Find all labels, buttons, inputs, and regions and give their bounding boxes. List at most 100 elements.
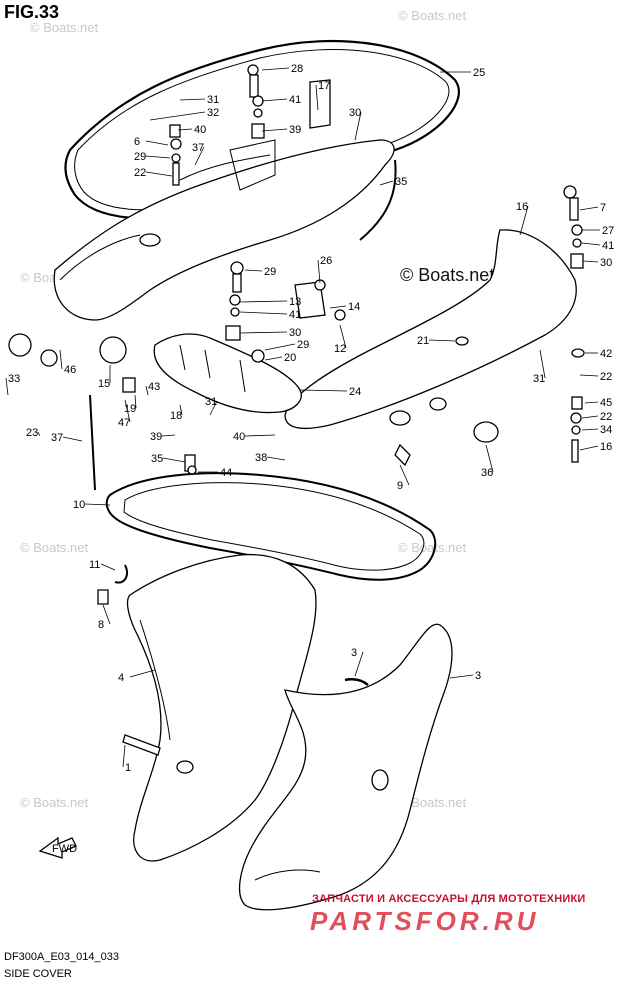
leader-line [149,111,206,121]
callout-number: 16 [516,201,528,213]
callout-number: 34 [600,424,612,436]
callout-number: 22 [134,167,146,179]
callout-number: 42 [600,348,612,360]
leader-line [5,377,9,396]
leader-line [244,434,276,437]
leader-line [428,339,456,342]
callout-number: 35 [151,453,163,465]
callout-number: 28 [291,63,303,75]
callout-number: 31 [205,396,217,408]
leader-line [449,674,474,679]
lower-frame [105,472,437,581]
fwd-arrow-icon: FWD [38,836,77,859]
leader-line [37,431,41,437]
drawing-code: DF300A_E03_014_033 [4,951,119,963]
leader-line [539,349,546,379]
copyright-mark: © Boats.net [400,265,495,285]
diagram-subtitle: SIDE COVER [4,968,72,980]
callout-number: 6 [134,136,140,148]
leader-line [100,563,116,571]
leader-line [84,503,111,506]
callout-number: 30 [600,257,612,269]
leader-line [261,98,288,102]
side-panel-right [284,229,577,443]
callout-number: 31 [207,94,219,106]
leader-line [102,604,111,625]
leader-line [244,269,263,272]
leader-line [264,343,296,351]
leader-line [399,464,410,486]
fwd-label: FWD [52,843,77,855]
callout-number: 41 [289,94,301,106]
callout-number: 33 [8,373,20,385]
callout-number: 29 [134,151,146,163]
small-parts [8,64,585,756]
callout-number: 11 [89,559,100,571]
leader-line [266,456,286,461]
callout-number: 36 [481,467,493,479]
callout-number: 3 [475,670,481,682]
callout-number: 16 [600,441,612,453]
callout-number: 39 [150,431,162,443]
callout-number: 25 [473,67,485,79]
callout-number: 15 [98,378,110,390]
callout-number: 14 [348,301,360,313]
callout-number: 13 [289,296,301,308]
leader-line [581,428,599,431]
callout-number: 23 [26,427,38,439]
leader-line [354,651,364,677]
callout-number: 41 [289,309,301,321]
callout-number: 43 [148,381,160,393]
leader-line [179,98,206,101]
leader-line [145,171,173,177]
leader-line [579,206,599,211]
leader-line [582,260,599,263]
callout-number: 44 [220,467,232,479]
callout-number: 38 [255,452,267,464]
side-cover-right [238,623,453,911]
leader-line [579,445,599,451]
leader-line [145,140,169,146]
callout-number: 37 [192,142,204,154]
leader-line [261,128,288,132]
callout-number: 30 [289,327,301,339]
leader-line [129,669,156,678]
callout-number: 18 [170,410,182,422]
callout-number: 3 [351,647,357,659]
callout-number: 12 [334,343,346,355]
leader-line [162,457,186,463]
upper-bracket [53,139,395,321]
callout-number: 19 [124,403,136,415]
callout-number: 46 [64,364,76,376]
leader-line [261,67,290,71]
callout-number: 29 [264,266,276,278]
leader-line [145,155,171,159]
leader-line [122,744,126,768]
leader-line [354,111,362,141]
leader-line [315,84,319,111]
callout-number: 17 [318,80,330,92]
leader-line [239,300,288,303]
leader-line [145,385,149,396]
callout-number: 9 [397,480,403,492]
leader-line [177,128,193,131]
callout-number: 29 [297,339,309,351]
figure-title: FIG.33 [4,2,60,22]
leader-line [194,146,205,166]
shop-banner: ЗАПЧАСТИ И АКСЕССУАРЫ ДЛЯ МОТОТЕХНИКИ [312,893,586,905]
callout-number: 26 [320,255,332,267]
leader-line [62,436,83,442]
callout-number: 30 [349,107,361,119]
watermark: © Boats.net [20,540,89,555]
callout-number: 40 [194,124,206,136]
leader-line [299,389,348,392]
leader-line [317,259,321,284]
leader-line [584,401,599,404]
leader-line [519,205,529,236]
side-cover-left [126,553,317,862]
leader-line [209,400,218,416]
callout-number: 10 [73,499,85,511]
callout-number: 37 [51,432,63,444]
leader-line [264,356,283,361]
leader-line [579,374,599,377]
